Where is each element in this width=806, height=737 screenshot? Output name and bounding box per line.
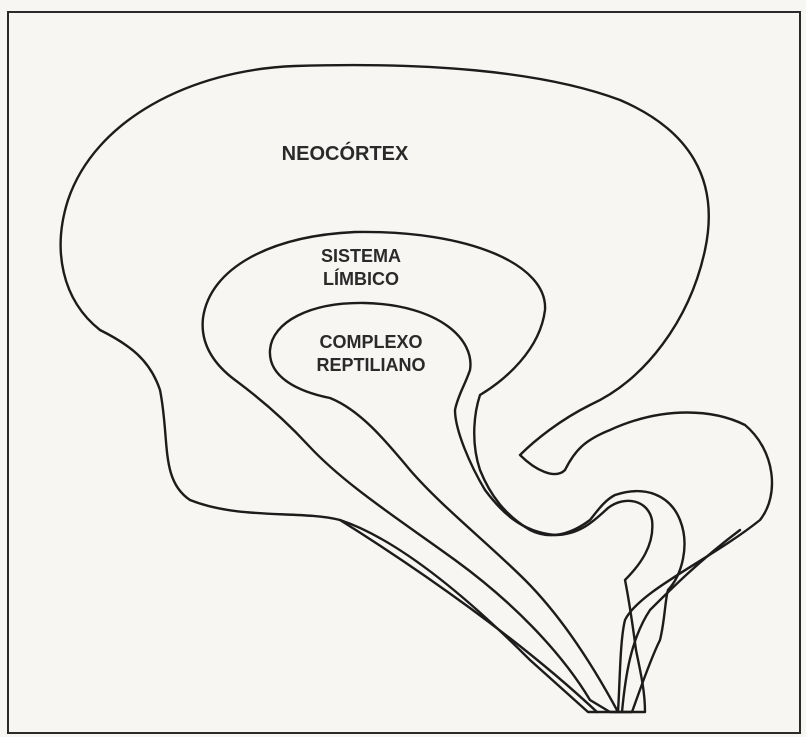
reptilian-complex-label-line2: REPTILIANO — [316, 355, 425, 375]
reptilian-complex-label-line1: COMPLEXO — [319, 332, 422, 352]
limbic-system-label-line1: SISTEMA — [321, 246, 401, 266]
limbic-system-label-line2: LÍMBICO — [323, 268, 399, 289]
neocortex-label: NEOCÓRTEX — [282, 141, 409, 165]
